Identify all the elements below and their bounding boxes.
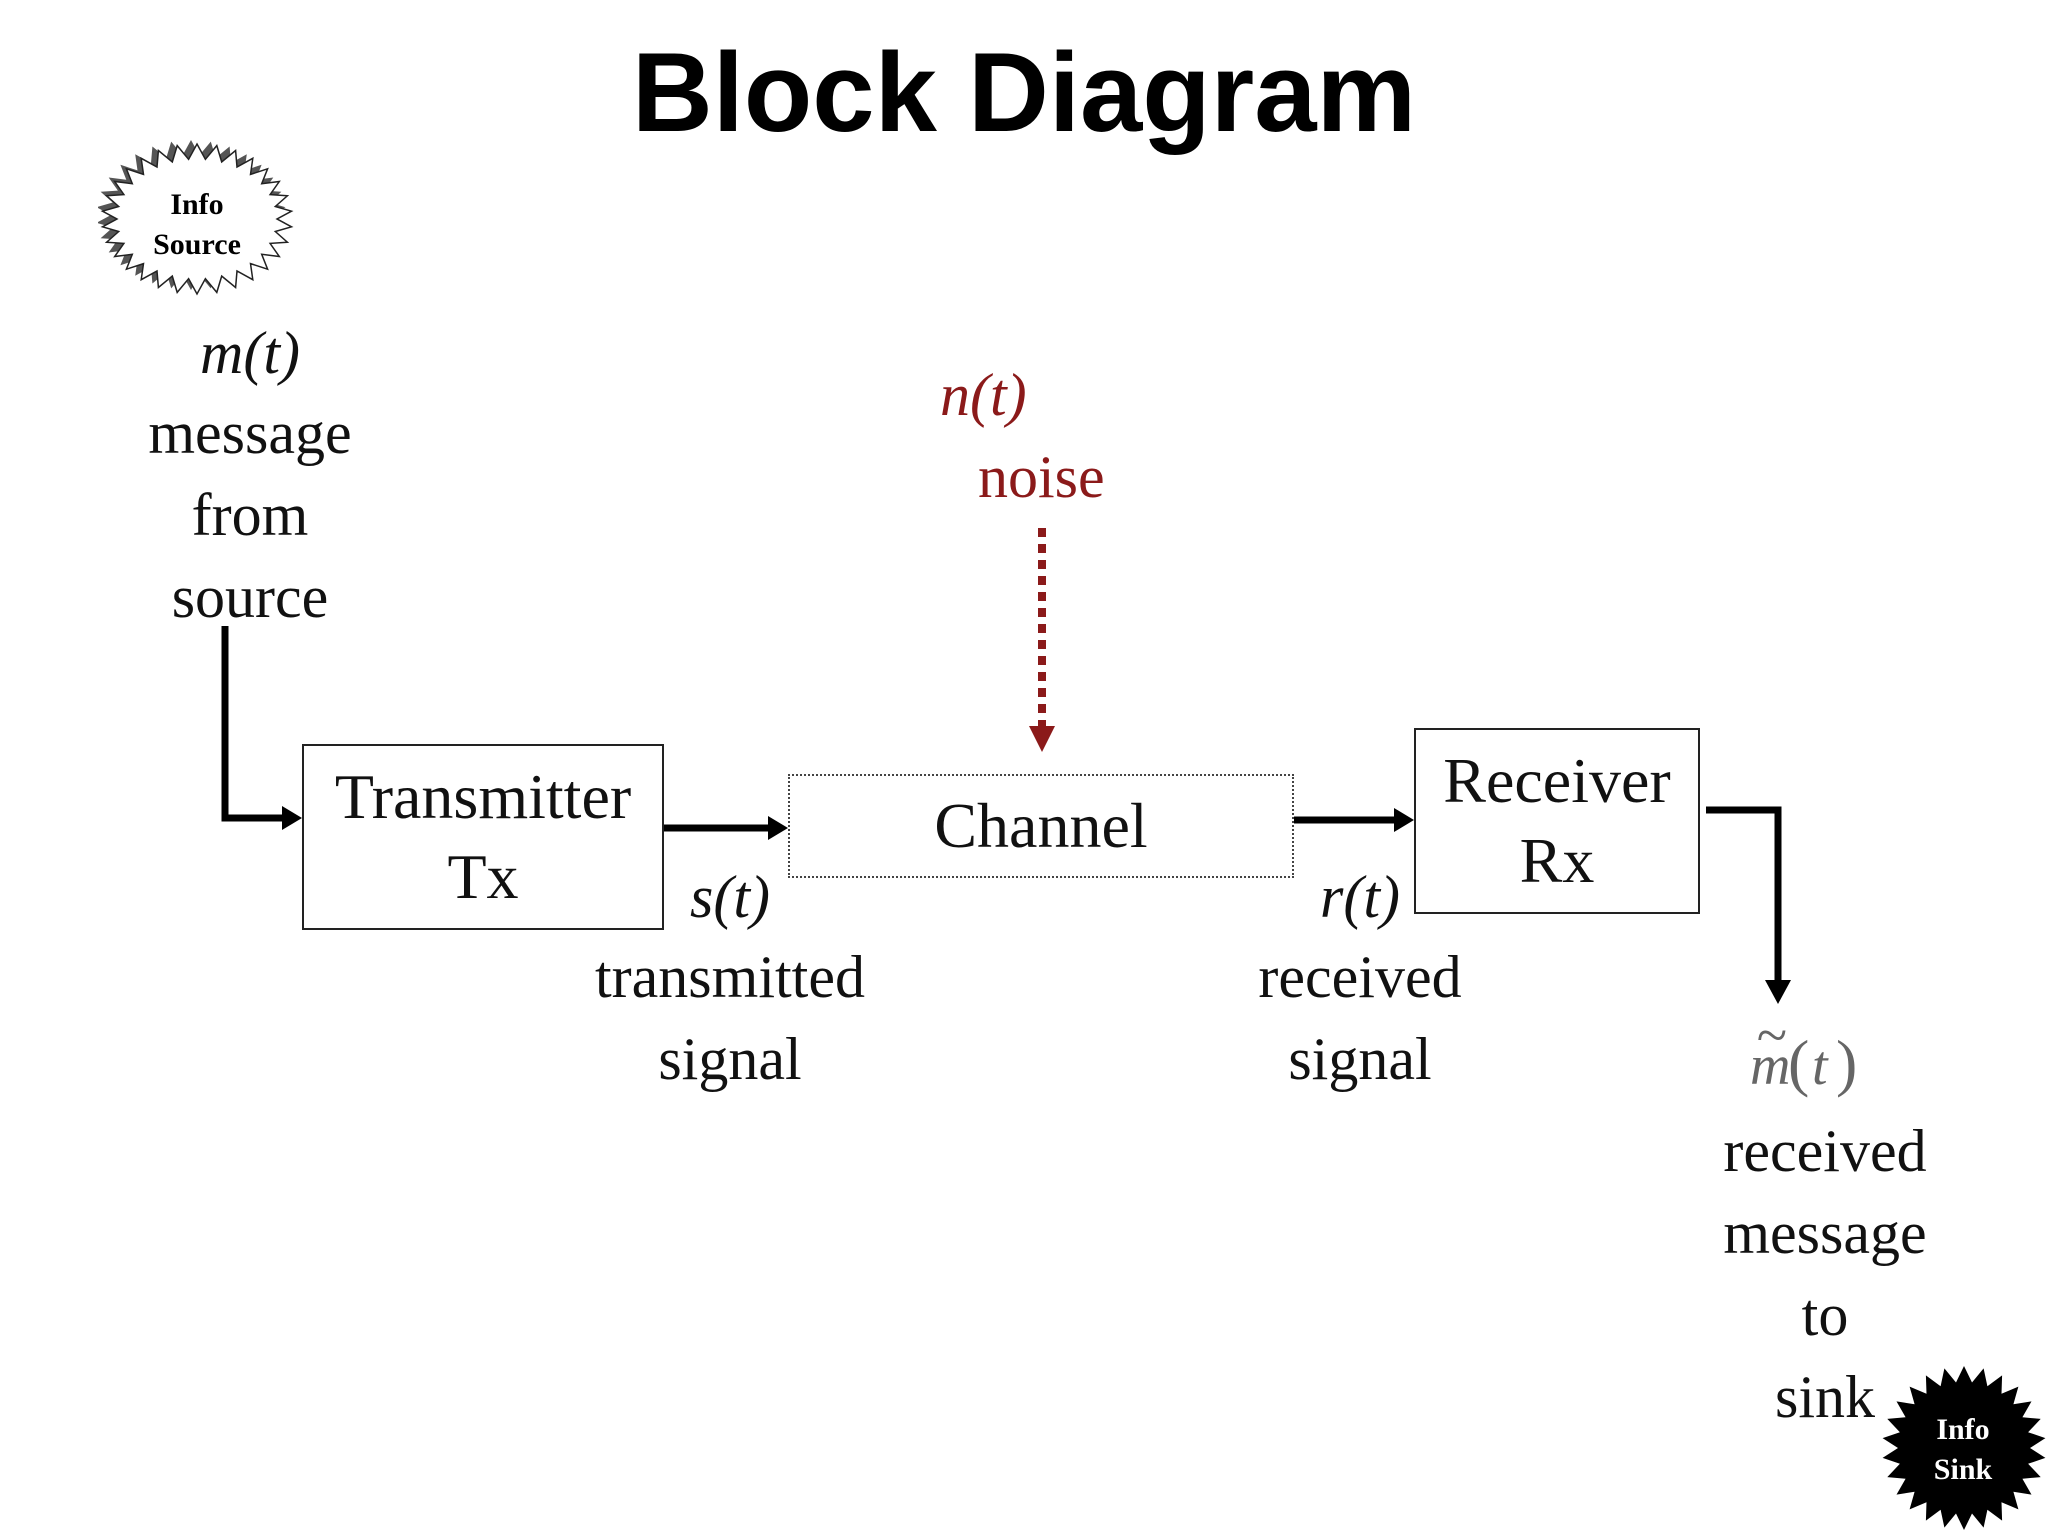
output-symbol-base: m <box>1750 1035 1791 1097</box>
output-line-4: sink <box>1774 1364 1876 1430</box>
message-line-1: message <box>148 400 352 466</box>
received-symbol: r(t) <box>1320 864 1400 930</box>
message-description: message from source <box>110 392 390 638</box>
channel-label: Channel <box>934 790 1148 861</box>
output-symbol: ~ m ( t ) <box>1740 1005 1900 1112</box>
output-symbol-arg: t <box>1812 1035 1828 1097</box>
message-line-2: from <box>191 482 309 548</box>
transmitter-block: Transmitter Tx <box>302 744 664 930</box>
tx-arrowhead <box>768 816 788 840</box>
transmitter-abbrev: Tx <box>447 841 519 912</box>
sink-starburst-icon <box>1882 1366 2046 1530</box>
source-label-line1: Info <box>170 188 224 221</box>
source-arrowhead <box>282 806 302 830</box>
page-title: Block Diagram <box>631 30 1417 155</box>
transmitted-line-1: transmitted <box>595 944 865 1010</box>
message-line-3: source <box>171 564 329 630</box>
receiver-abbrev: Rx <box>1519 825 1595 896</box>
receiver-to-sink-arrow <box>1706 806 1782 982</box>
noise-symbol: n(t) <box>940 362 1027 428</box>
output-line-2: message <box>1723 1200 1927 1266</box>
transmitted-line-2: signal <box>658 1026 802 1092</box>
source-to-transmitter-arrow <box>221 626 284 822</box>
info-sink-burst: Info Sink <box>1880 1364 2048 1532</box>
info-source-burst: Info Source <box>96 140 296 298</box>
received-line-2: signal <box>1288 1026 1432 1092</box>
output-symbol-paren-open: ( <box>1788 1027 1810 1098</box>
rx-arrowhead <box>1394 808 1414 832</box>
receiver-block: Receiver Rx <box>1414 728 1700 914</box>
source-label-line2: Source <box>153 228 241 261</box>
sink-label-line1: Info <box>1936 1413 1990 1446</box>
output-line-1: received <box>1723 1118 1927 1184</box>
output-symbol-accent: ~ <box>1756 1005 1787 1067</box>
sink-label-line2: Sink <box>1933 1453 1993 1486</box>
transmitter-label: Transmitter <box>334 761 632 832</box>
sink-arrowhead <box>1765 980 1791 1004</box>
transmitted-description: transmitted signal <box>560 936 900 1100</box>
output-description: received message to sink <box>1690 1110 1960 1438</box>
receiver-label: Receiver <box>1443 745 1671 816</box>
noise-label: noise <box>978 444 1105 510</box>
received-line-1: received <box>1258 944 1462 1010</box>
transmitted-symbol: s(t) <box>690 864 770 930</box>
received-description: received signal <box>1200 936 1520 1100</box>
output-line-3: to <box>1801 1282 1849 1348</box>
channel-block: Channel <box>788 774 1294 878</box>
noise-arrowhead <box>1029 726 1055 752</box>
message-symbol: m(t) <box>200 320 300 386</box>
output-symbol-paren-close: ) <box>1836 1027 1858 1098</box>
source-starburst-icon <box>96 140 294 296</box>
